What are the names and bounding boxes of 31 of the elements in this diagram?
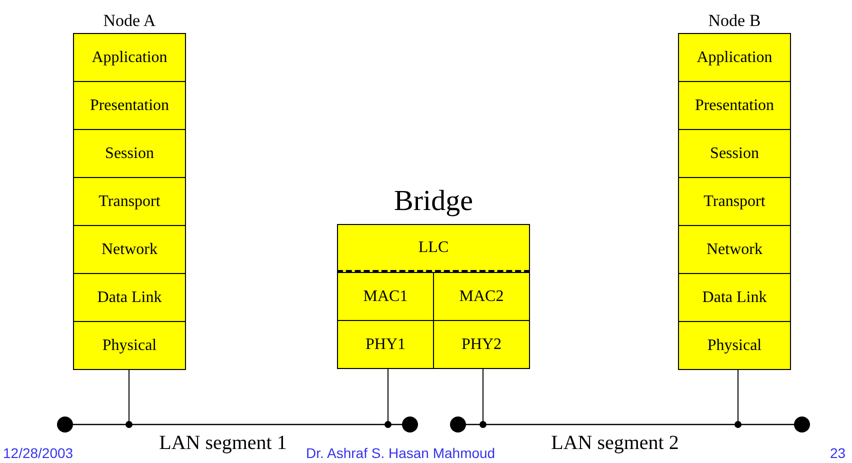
layer-box: LLC <box>337 224 530 273</box>
layer-box: Session <box>678 129 791 178</box>
footer-date: 12/28/2003 <box>3 445 74 461</box>
connector-line <box>384 368 392 428</box>
page-number: 23 <box>830 445 846 461</box>
layer-box: MAC2 <box>433 272 530 321</box>
layer-box: Presentation <box>678 81 791 130</box>
layer-box: Network <box>73 225 186 274</box>
layer-box: Network <box>678 225 791 274</box>
layer-box: Presentation <box>73 81 186 130</box>
layer-box: Data Link <box>73 273 186 322</box>
layer-box: Data Link <box>678 273 791 322</box>
layer-box: Transport <box>678 177 791 226</box>
layer-box: Application <box>678 33 791 82</box>
segment-label: LAN segment 1 <box>158 432 288 455</box>
layer-box: Physical <box>678 321 791 370</box>
node-heading: Bridge <box>393 184 474 219</box>
node-heading: Node B <box>707 10 762 32</box>
connector-line <box>126 370 132 428</box>
layer-box: MAC1 <box>337 272 434 321</box>
layer-box: PHY2 <box>433 320 530 369</box>
segment-label: LAN segment 2 <box>550 432 680 455</box>
connector-line <box>480 368 486 428</box>
layer-box: PHY1 <box>337 320 434 369</box>
node-heading: Node A <box>102 10 157 32</box>
layer-box: Transport <box>73 177 186 226</box>
layer-box: Session <box>73 129 186 178</box>
layer-box: Application <box>73 33 186 82</box>
layer-box: Physical <box>73 321 186 370</box>
footer-author: Dr. Ashraf S. Hasan Mahmoud <box>306 445 496 461</box>
connector-line <box>734 370 742 428</box>
